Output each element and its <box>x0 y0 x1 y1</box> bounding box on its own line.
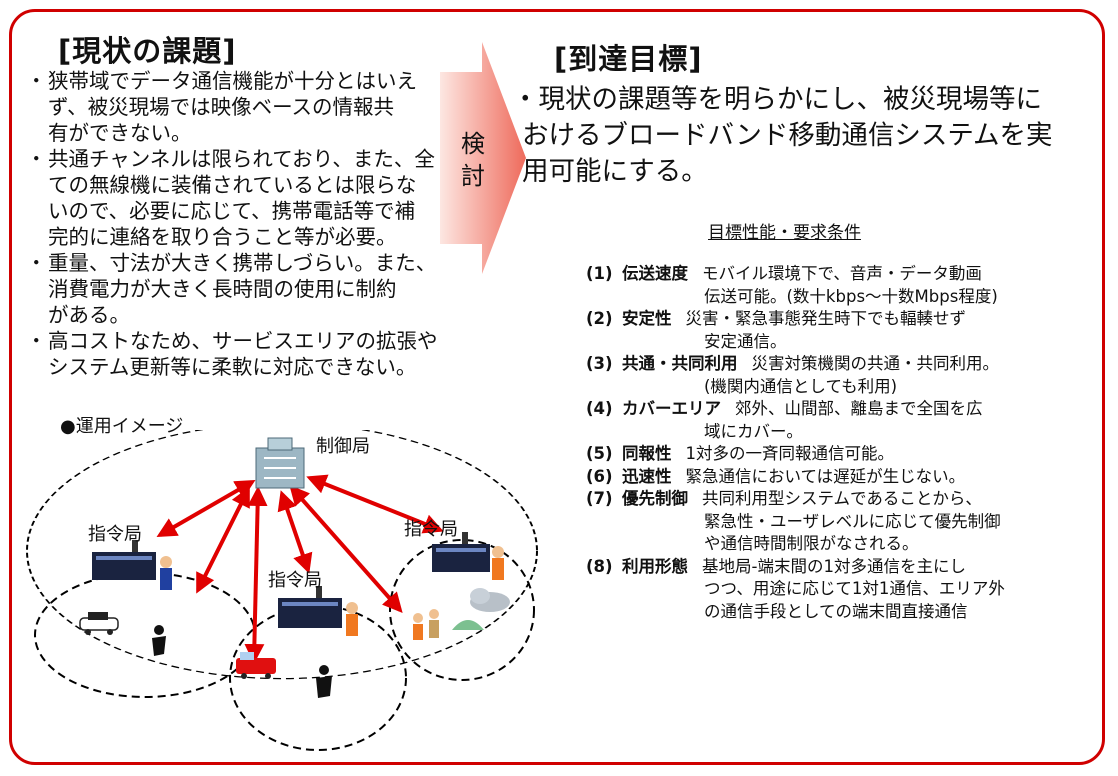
issue-line: 高コストなため、サービスエリアの拡張や <box>48 329 438 353</box>
requirement-item: (7) 優先制御共同利用型システムであることから、緊急性・ユーザレベルに応じて優先… <box>586 488 1101 556</box>
requirement-item: (8) 利用形態基地局-端末間の1対多通信を主にしつつ、用途に応じて1対1通信、エ… <box>586 556 1101 624</box>
requirement-number: (1) <box>586 264 613 283</box>
requirement-description: 共同利用型システムであることから、 <box>702 489 982 508</box>
link-arrow <box>277 490 313 574</box>
requirement-item: (6) 迅速性緊急通信においては遅延が生じない。 <box>586 466 1101 489</box>
study-arrow-char-1: 検 <box>461 130 485 158</box>
requirement-description: 1対多の一斉同報通信可能。 <box>685 444 895 463</box>
coverage-area-outer <box>26 430 538 680</box>
patrol-car-icon <box>79 612 119 635</box>
requirement-name: 優先制御 <box>622 489 688 508</box>
landslide-icon <box>452 620 484 630</box>
requirement-description: 郊外、山間部、離島まで全国を広 <box>735 399 983 418</box>
requirement-number: (3) <box>586 354 613 373</box>
requirement-name: 共通・共同利用 <box>622 354 738 373</box>
requirement-number: (7) <box>586 489 613 508</box>
command-station-building-icon <box>92 540 172 590</box>
link-arrow <box>196 486 250 594</box>
requirement-number: (6) <box>586 466 613 486</box>
fire-truck-icon <box>236 652 276 679</box>
requirement-name: 同報性 <box>622 444 672 463</box>
requirement-item: (4) カバーエリア郊外、山間部、離島まで全国を広域にカバー。 <box>586 398 1101 443</box>
requirements-heading: 目標性能・要求条件 <box>708 223 861 243</box>
person-silhouette-icon <box>152 625 166 656</box>
issue-item: 狭帯域でデータ通信機能が十分とはいえず、被災現場では映像ベースの情報共有ができな… <box>26 68 454 146</box>
requirement-description: 安定通信。 <box>704 331 787 351</box>
issue-line: 共通チャンネルは限られており、また、全 <box>48 147 435 171</box>
requirement-description: や通信時間制限がなされる。 <box>704 534 919 553</box>
requirement-description: 災害対策機関の共通・共同利用。 <box>751 354 1000 373</box>
command-station-label-left: 指令局 <box>88 524 142 545</box>
requirement-item: (2) 安定性災害・緊急事態発生時下でも輻輳せず安定通信。 <box>586 308 1101 353</box>
link-arrows <box>156 474 444 664</box>
command-station-building-icon <box>432 532 504 580</box>
requirement-description: の通信手段としての端末間直接通信 <box>704 601 968 621</box>
control-station-label: 制御局 <box>316 436 370 457</box>
requirement-name: カバーエリア <box>622 399 721 418</box>
control-station-building-icon <box>255 437 305 489</box>
requirement-item: (1) 伝送速度モバイル環境下で、音声・データ動画伝送可能。(数十kbps〜十数M… <box>586 263 1101 308</box>
link-arrow <box>244 486 268 664</box>
command-station-label-right: 指令局 <box>404 519 458 540</box>
issue-line: 重量、寸法が大きく携帯しづらい。また、 <box>48 251 437 275</box>
issue-line: 狭帯域でデータ通信機能が十分とはいえ <box>48 69 417 93</box>
operation-image-caption: ●運用イメージ <box>60 416 184 437</box>
requirement-number: (2) <box>586 309 613 328</box>
requirement-description: 域にカバー。 <box>704 421 803 441</box>
study-arrow <box>440 42 526 274</box>
requirement-description: つつ、用途に応じて1対1通信、エリア外 <box>704 579 1005 598</box>
requirement-description: 緊急通信においては遅延が生じない。 <box>685 466 966 486</box>
command-station-building-icon <box>278 586 358 636</box>
requirement-name: 迅速性 <box>622 466 672 486</box>
issue-line: がある。 <box>48 303 130 327</box>
link-arrow <box>306 474 444 534</box>
cloud-icon <box>470 588 510 612</box>
goal-title: [到達目標] <box>554 42 703 76</box>
issue-line: いので、必要に応じて、携帯電話等で補 <box>48 199 416 223</box>
requirement-description: 基地局-端末間の1対多通信を主にし <box>702 556 966 576</box>
issue-item: 共通チャンネルは限られており、また、全ての無線機に装備されているとは限らないので… <box>26 146 454 250</box>
requirement-number: (8) <box>586 556 613 576</box>
goal-line: おけるブロードバンド移動通信システムを実 <box>522 120 1053 151</box>
network-diagram <box>26 430 538 751</box>
command-station-label-center: 指令局 <box>268 570 322 591</box>
requirement-description: モバイル環境下で、音声・データ動画 <box>702 264 982 283</box>
requirement-description: 伝送可能。(数十kbps〜十数Mbps程度) <box>704 286 998 306</box>
issue-line: 消費電力が大きく長時間の使用に制約 <box>48 277 397 301</box>
requirement-item: (3) 共通・共同利用災害対策機関の共通・共同利用。 (機関内通信としても利用) <box>586 353 1101 398</box>
issue-line: ず、被災現場では映像ベースの情報共 <box>48 95 395 119</box>
outer-frame <box>9 9 1105 765</box>
requirement-name: 安定性 <box>622 309 672 328</box>
person-silhouette-icon <box>316 665 332 698</box>
issue-line: 有ができない。 <box>48 121 192 145</box>
issue-line: ての無線機に装備されているとは限らな <box>48 173 417 197</box>
study-arrow-shape <box>440 42 526 274</box>
requirement-name: 利用形態 <box>622 556 688 576</box>
requirement-description: 緊急性・ユーザレベルに応じて優先制御 <box>704 511 1001 531</box>
current-issues-title: [現状の課題] <box>58 34 237 68</box>
requirement-description: 災害・緊急事態発生時下でも輻輳せず <box>685 309 967 328</box>
goal-line: 用可能にする。 <box>522 156 708 187</box>
goal-line: ・現状の課題等を明らかにし、被災現場等に <box>512 84 1042 115</box>
current-issues-list: 狭帯域でデータ通信機能が十分とはいえず、被災現場では映像ベースの情報共有ができな… <box>26 68 454 380</box>
requirement-description: (機関内通信としても利用) <box>704 376 898 396</box>
issue-line: 完的に連絡を取り合うこと等が必要。 <box>48 225 397 249</box>
goal-text: ・現状の課題等を明らかにし、被災現場等に おけるブロードバンド移動通信システムを… <box>512 82 1102 190</box>
study-arrow-char-2: 討 <box>461 162 485 190</box>
study-arrow-label: 検 討 <box>458 128 488 192</box>
requirement-number: (5) <box>586 444 613 463</box>
requirement-number: (4) <box>586 399 613 418</box>
coverage-area-cell-left <box>34 572 256 698</box>
rescue-workers-icon <box>413 609 439 640</box>
requirement-name: 伝送速度 <box>622 264 688 283</box>
requirements-list: (1) 伝送速度モバイル環境下で、音声・データ動画伝送可能。(数十kbps〜十数M… <box>586 263 1101 623</box>
issue-line: システム更新等に柔軟に対応できない。 <box>48 355 417 379</box>
requirement-item: (5) 同報性 1対多の一斉同報通信可能。 <box>586 443 1101 466</box>
